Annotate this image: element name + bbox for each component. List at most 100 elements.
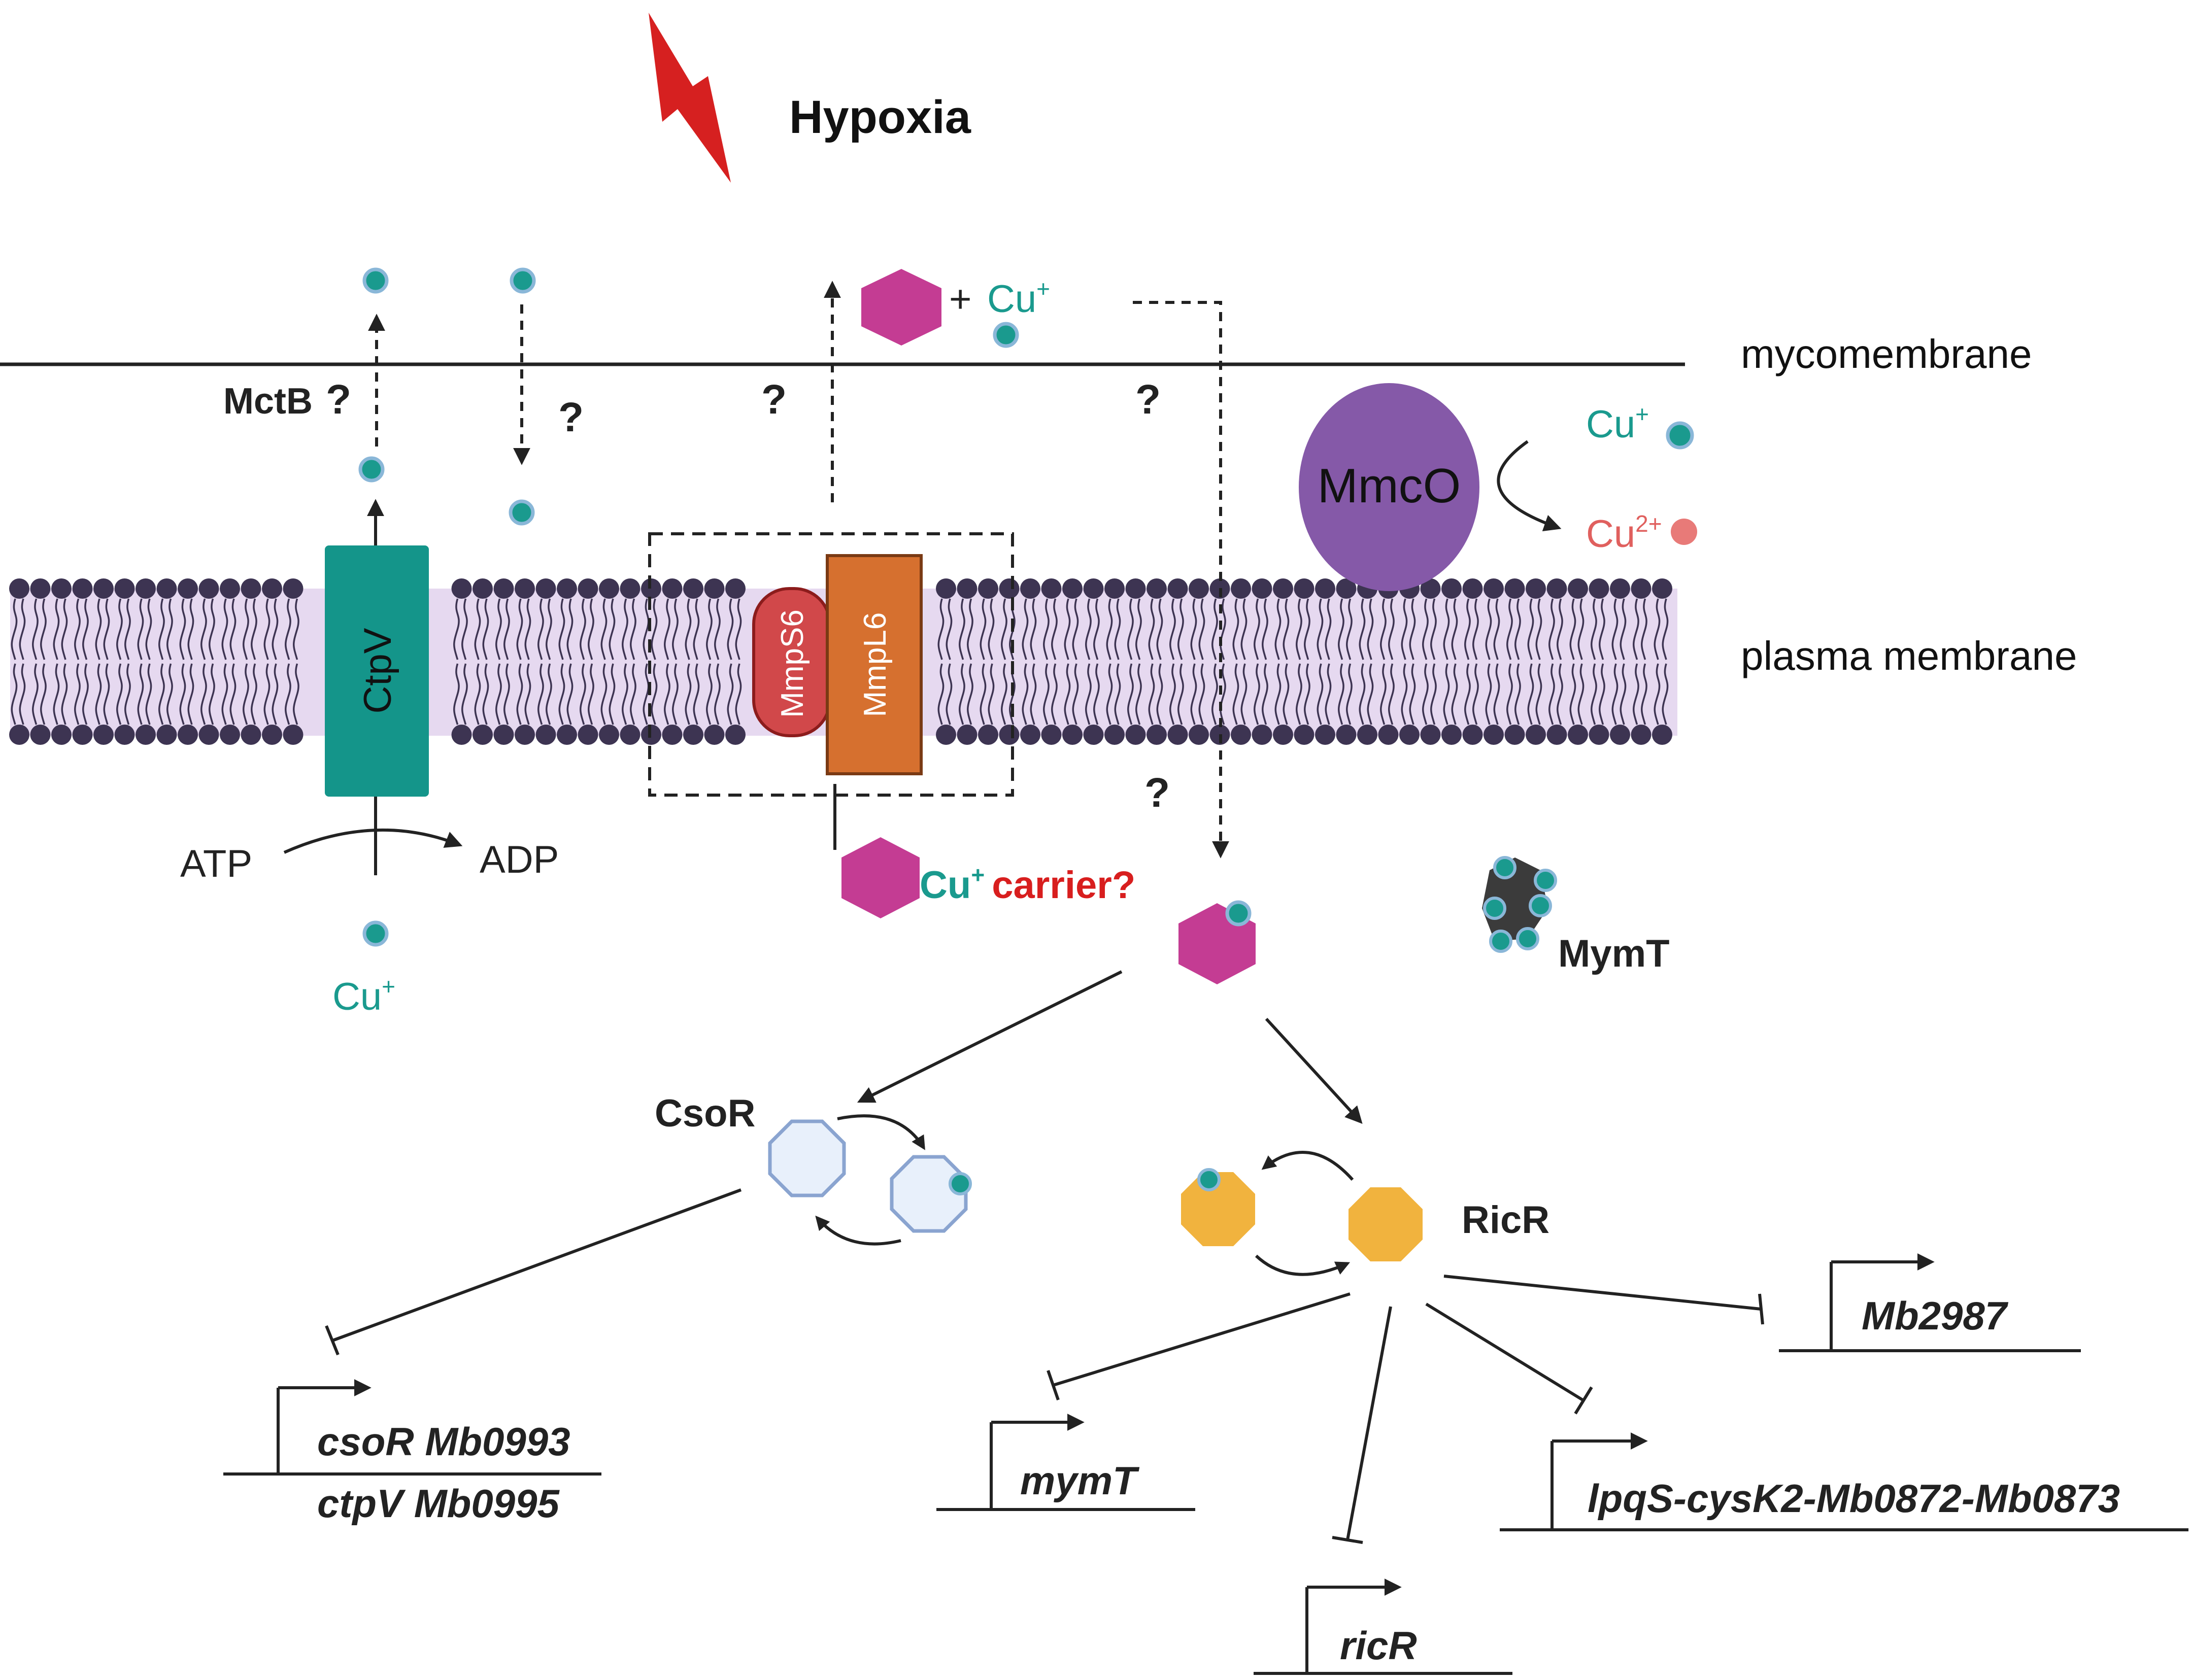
lipid-head (1104, 578, 1125, 599)
lipid-tail (187, 663, 194, 725)
unknown-mark: ? (326, 376, 351, 423)
lipid-tail (1422, 598, 1429, 660)
lipid-tail (1114, 663, 1121, 725)
lipid-tail (706, 663, 713, 725)
lipid-tail (1127, 598, 1134, 660)
lipid-tail (630, 663, 636, 725)
lipid-tail (1506, 663, 1513, 725)
lipid-tail (600, 663, 608, 725)
lipid-head (1273, 578, 1293, 599)
lipid-head (30, 725, 51, 745)
lipid-tail (503, 598, 510, 660)
lipid-tail (221, 598, 228, 660)
lipid-tail (1135, 598, 1142, 660)
lipid-tail (1106, 663, 1113, 725)
lipid-tail (980, 663, 987, 725)
lipid-tail (40, 663, 47, 725)
unknown-mark: ? (1144, 770, 1170, 816)
lipid-head (535, 725, 556, 745)
lipid-tail (1548, 663, 1555, 725)
lipid-tail (74, 663, 81, 725)
lipid-tail (664, 663, 670, 725)
lipid-head (156, 725, 177, 745)
carrier-to-csor-arrow (857, 970, 1123, 1103)
lightning-icon (649, 13, 731, 183)
repression-lines (325, 1188, 1764, 1544)
lipid-tail (685, 663, 692, 725)
cu-carrier-hexagon (841, 837, 920, 918)
lipid-tail (103, 663, 110, 725)
copper-ion-dot (1666, 421, 1694, 450)
csor-binding-arrow (837, 1114, 925, 1150)
lipid-tail (1527, 663, 1534, 725)
lipid-head (1441, 578, 1462, 599)
lipid-tail (1254, 663, 1260, 725)
lipid-head (1189, 578, 1209, 599)
lipid-tail (19, 598, 26, 660)
mmco-protein (1299, 383, 1479, 591)
cu2-plus-label: Cu2+ (1586, 510, 1662, 556)
lipid-tail (1577, 598, 1585, 660)
lipid-tail (937, 663, 945, 725)
lipid-tail (546, 663, 552, 725)
lipid-tail (1472, 663, 1479, 725)
lipid-tail (1451, 598, 1458, 660)
lipid-head (156, 578, 177, 599)
lipid-tail (727, 598, 734, 660)
lipid-head (620, 578, 641, 599)
lipid-tail (693, 663, 700, 725)
lipid-tail (461, 598, 468, 660)
lipid-tail (1401, 663, 1408, 725)
lipid-tail (1654, 598, 1661, 660)
lipid-tail (1135, 663, 1142, 725)
ricr-repression-mb2987 (1443, 1275, 1762, 1311)
ricr-repression-mb2987-bar (1758, 1293, 1764, 1325)
lipid-head (30, 578, 51, 599)
lipid-tail (988, 598, 995, 660)
lipid-head (1652, 578, 1672, 599)
copper-ion-dot (949, 1172, 972, 1195)
lipid-tail (1072, 598, 1079, 660)
lipid-head (1441, 725, 1462, 745)
lipid-tail (1443, 598, 1450, 660)
lipid-tail (1177, 663, 1184, 725)
lipid-tail (293, 598, 299, 660)
gene-lpqs-operon: lpqS-cysK2-Mb0872-Mb0873 (1500, 1432, 2188, 1531)
lipid-tail (1156, 598, 1163, 660)
lipid-tail (1464, 663, 1471, 725)
lipid-tail (95, 663, 102, 725)
lipid-head (1294, 725, 1314, 745)
ricr-repression-ricr-bar (1332, 1536, 1363, 1544)
lipid-tail (243, 598, 249, 660)
lipid-tail (1591, 598, 1597, 660)
lipid-tail (1304, 598, 1310, 660)
lipid-head (493, 578, 514, 599)
cu-plus-label: Cu+ (332, 973, 395, 1018)
csor-repression (331, 1188, 742, 1342)
lipid-tail (1641, 598, 1647, 660)
copper-ion-dot (362, 920, 389, 947)
mmco-label: MmcO (1318, 459, 1461, 513)
lipid-tail (1051, 663, 1058, 725)
lipid-head (1652, 725, 1672, 745)
lipid-tail (1422, 663, 1429, 725)
lipid-tail (580, 663, 586, 725)
copper-ion-dot (362, 267, 389, 294)
lipid-tail (1220, 598, 1226, 660)
lipid-head (1125, 725, 1146, 745)
lipid-tail (959, 663, 965, 725)
lipid-tail (967, 663, 973, 725)
lipid-tail (1591, 663, 1597, 725)
lipid-head (936, 725, 956, 745)
lipid-tail (1527, 598, 1534, 660)
lipid-tail (1599, 598, 1605, 660)
csor-repression-bar (325, 1325, 340, 1356)
lipid-head (1189, 725, 1209, 745)
lipid-tail (1338, 598, 1344, 660)
lipid-tail (187, 598, 194, 660)
lipid-tail (651, 663, 658, 725)
lipid-tail (61, 598, 68, 660)
lipid-tail (524, 598, 531, 660)
mmp-complex-box (648, 532, 1014, 797)
ricr-repression-mymt (1053, 1292, 1351, 1387)
